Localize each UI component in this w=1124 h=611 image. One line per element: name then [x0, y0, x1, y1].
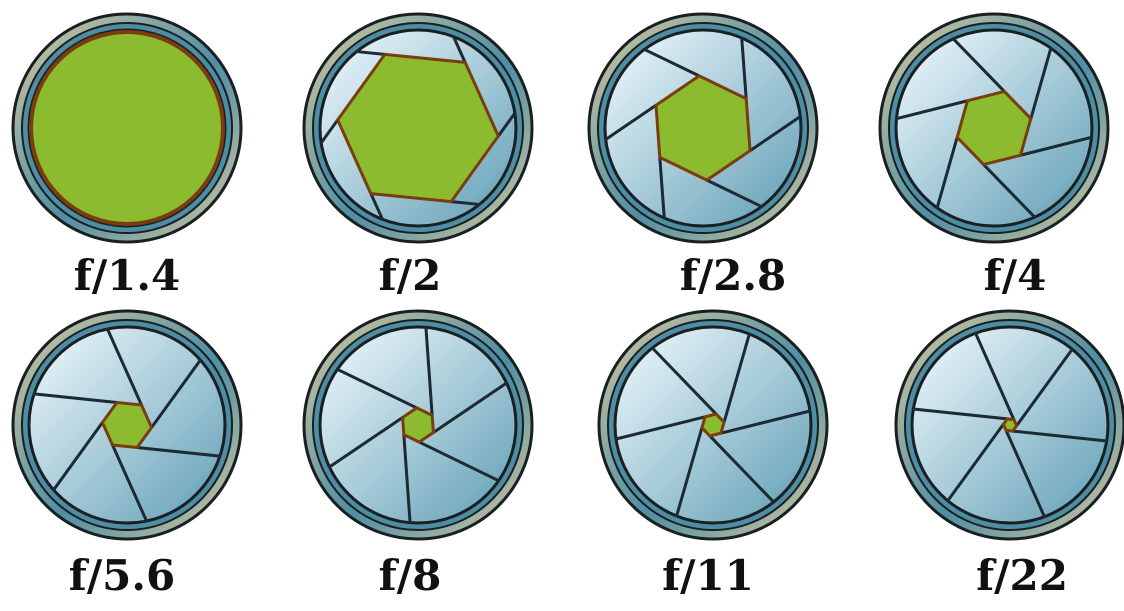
f-stop-label: f/2.8	[680, 251, 786, 300]
aperture-f-22: f/22	[896, 311, 1124, 600]
aperture-opening	[702, 414, 724, 436]
aperture-opening	[31, 32, 223, 224]
aperture-opening	[1003, 419, 1016, 431]
f-stop-label: f/5.6	[69, 551, 175, 600]
f-stop-label: f/8	[379, 551, 442, 600]
f-stop-label: f/1.4	[74, 251, 180, 300]
aperture-f-2_8: f/2.8	[589, 14, 817, 300]
f-stop-label: f/22	[976, 551, 1068, 600]
aperture-opening	[403, 408, 434, 442]
f-stop-label: f/2	[379, 251, 442, 300]
f-stop-label: f/11	[662, 551, 754, 600]
aperture-f-4: f/4	[880, 14, 1108, 300]
f-stop-label: f/4	[984, 251, 1047, 300]
aperture-f-5_6: f/5.6	[13, 311, 241, 600]
aperture-f-1_4: f/1.4	[13, 14, 241, 300]
aperture-f-11: f/11	[599, 311, 827, 600]
aperture-f-2: f/2	[304, 14, 532, 300]
aperture-f-8: f/8	[304, 311, 532, 600]
